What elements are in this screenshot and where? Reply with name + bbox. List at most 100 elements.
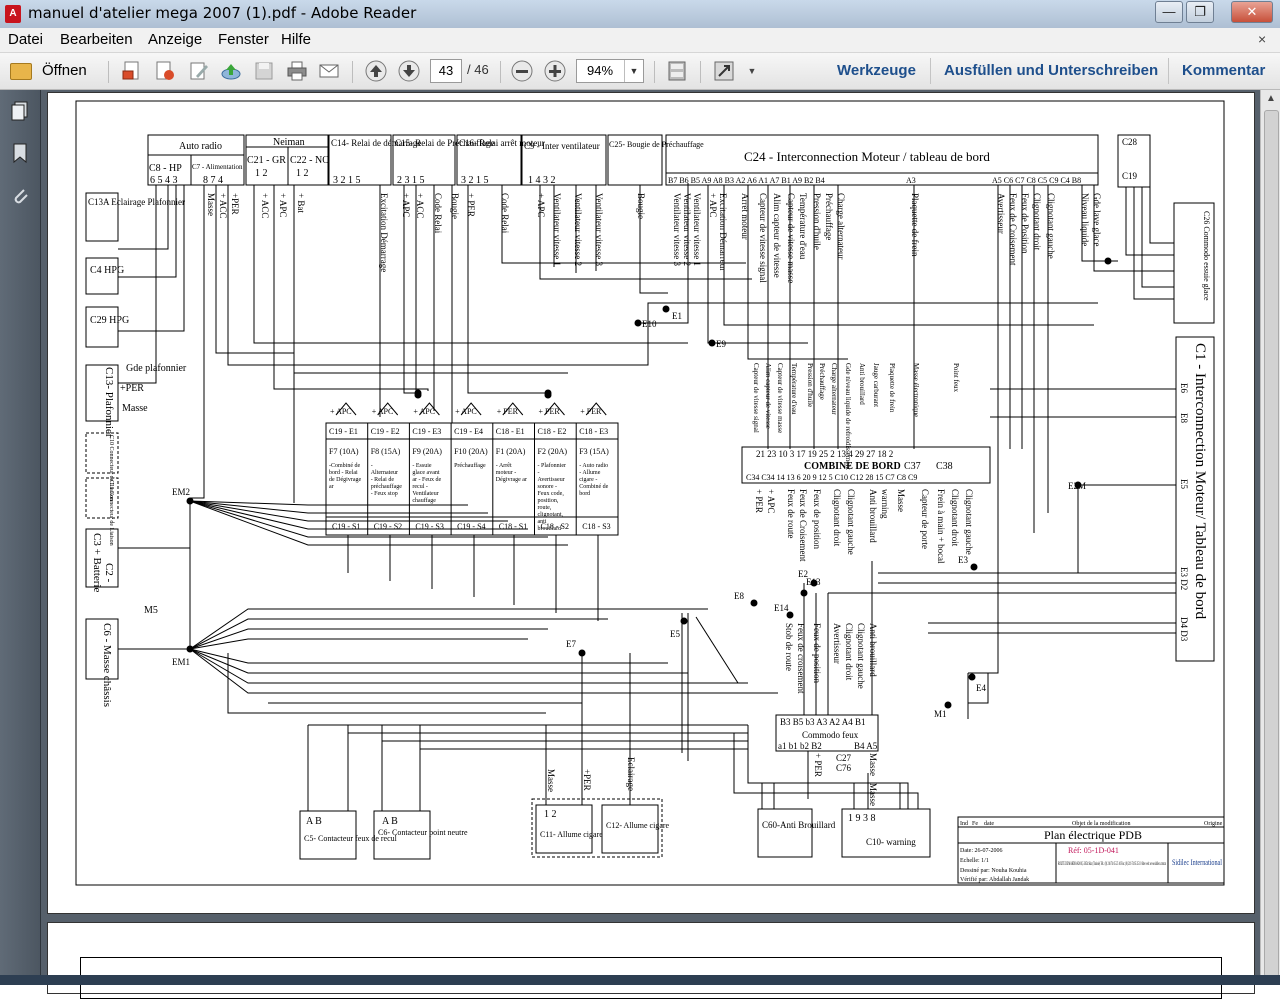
wiring-diagram: Auto radio C8 - HP C7 - Alimentation 6 5… <box>75 100 1225 886</box>
commodo-wire-label: Stob de route <box>784 623 794 671</box>
menu-datei[interactable]: Datei <box>8 31 44 48</box>
tb-scale: Echelle: 1/1 <box>960 858 989 864</box>
node-label: E2M <box>1068 481 1086 491</box>
junction-node <box>680 617 688 625</box>
tb-title: Plan électrique PDB <box>1044 828 1142 842</box>
combine-top-label: Masse électronique <box>912 363 920 417</box>
edit-pdf-icon[interactable] <box>187 59 211 83</box>
junction-nodes: EM2EM1E10E1E9E5E8E7E14E13E2E3E4M1E2M <box>172 257 1112 719</box>
fuse-output: C19 - S4 <box>457 522 485 531</box>
tools-panel-link[interactable]: Werkzeuge <box>837 62 916 79</box>
c16-label: C16- Relai arrêt moteur <box>459 138 545 148</box>
zoom-value: 94% <box>587 63 614 78</box>
c6-label: C6 - Masse châssis <box>101 623 113 707</box>
vertical-scrollbar[interactable]: ▲ <box>1260 90 1280 985</box>
c14-wire-excitation: Excitation Démarrage <box>379 193 389 272</box>
neiman-box <box>245 134 329 186</box>
folder-icon <box>10 63 32 80</box>
node-label: E10 <box>642 319 657 329</box>
c16-box <box>456 134 522 186</box>
zoom-select[interactable]: 94% ▼ <box>576 59 644 83</box>
fuse-supply: + APC <box>455 407 477 416</box>
fuse-code: C19 - E1 <box>329 427 358 436</box>
c24-wire-label: Feux de Position <box>1020 193 1030 254</box>
c22-wire-bat: + Bat <box>296 193 306 213</box>
close-document-icon[interactable]: × <box>1258 31 1267 47</box>
previous-page-icon[interactable] <box>364 59 388 83</box>
c26-label: C26 Commodo essuie glace <box>1202 211 1211 301</box>
menu-hilfe[interactable]: Hilfe <box>281 31 312 48</box>
wire <box>1133 187 1174 300</box>
maximize-button[interactable]: ❐ <box>1186 1 1214 23</box>
fullscreen-icon[interactable] <box>712 59 736 83</box>
toolbar-separator <box>700 61 701 83</box>
scroll-up-icon[interactable]: ▲ <box>1266 93 1276 104</box>
minimize-button[interactable]: — <box>1155 1 1183 23</box>
wire <box>189 608 708 650</box>
wire <box>190 185 205 499</box>
open-button[interactable]: Öffnen <box>6 58 88 84</box>
save-icon[interactable] <box>252 59 276 83</box>
c15-label: C15- Relai de Préchauffage <box>395 138 495 148</box>
combine-top-label: Point feux <box>952 363 960 392</box>
wire <box>189 628 548 650</box>
combine-top-label: Gde niveau liquide de refroidissement <box>844 363 852 470</box>
wire <box>501 185 746 264</box>
commodo-top-pins: B3 B5 b3 A3 A2 A4 B1 <box>780 717 866 727</box>
chevron-down-icon[interactable]: ▼ <box>624 60 643 82</box>
comment-panel-link[interactable]: Kommentar <box>1182 62 1266 79</box>
c2-label: C2 - <box>103 563 115 583</box>
wire <box>403 185 418 394</box>
junction-node <box>750 599 758 607</box>
c11-connector-box <box>85 477 119 519</box>
create-pdf-icon[interactable] <box>120 59 144 83</box>
node-label: E4 <box>976 683 986 693</box>
windows-taskbar <box>0 975 1280 985</box>
c13-box <box>85 364 119 422</box>
toolbar-separator <box>1168 58 1169 84</box>
fuse-output: C19 - S3 <box>415 522 443 531</box>
combine-wire-label: Feux de Croisement <box>798 489 808 562</box>
fill-sign-panel-link[interactable]: Ausfüllen und Unterschreiben <box>944 62 1159 79</box>
combine-title: COMBINE DE BORD <box>804 461 901 472</box>
commodo-wire-label: Clignotant gauche <box>856 623 866 689</box>
zoom-out-icon[interactable] <box>510 59 534 83</box>
combine-top-label: Plaquette de frein <box>888 363 896 413</box>
menu-bearbeiten[interactable]: Bearbeiten <box>60 31 133 48</box>
toolbar-separator <box>654 61 655 83</box>
title-block <box>957 816 1225 884</box>
next-page-icon[interactable] <box>397 59 421 83</box>
page-number-input[interactable]: 43 <box>430 59 462 83</box>
fuse-rating: F3 (15A) <box>579 447 609 456</box>
page-thumbnails-icon[interactable] <box>9 100 31 122</box>
email-icon[interactable] <box>317 59 341 83</box>
c24-box <box>665 134 1099 186</box>
combine-wire-label: Clignotant gauche <box>964 489 974 555</box>
node-label: E2 <box>798 569 808 579</box>
toolbar-separator <box>108 61 109 83</box>
print-icon[interactable] <box>285 59 309 83</box>
upload-icon[interactable] <box>219 59 243 83</box>
c7-wire-acc: + ACC <box>218 193 228 218</box>
tb-header-ind: Ind <box>960 821 968 827</box>
bookmark-icon[interactable] <box>9 142 31 164</box>
close-window-button[interactable]: ✕ <box>1231 1 1273 23</box>
c24-wire-label: Capteur de vitesse signal <box>758 193 768 283</box>
tb-header-objet: Objet de la modification <box>1072 820 1130 827</box>
combine-top-label: Charge alternateur <box>830 363 838 415</box>
combine-files-icon[interactable] <box>153 59 177 83</box>
c19-label: C19 <box>1122 171 1138 181</box>
attachment-icon[interactable] <box>9 185 31 207</box>
toolbar-options-chevron-icon[interactable]: ▼ <box>747 66 757 76</box>
c24-pin-a3: A3 <box>906 176 916 185</box>
c37-label: C37 <box>904 461 921 472</box>
zoom-in-icon[interactable] <box>543 59 567 83</box>
scrollbar-thumb[interactable] <box>1264 110 1279 977</box>
menu-fenster[interactable]: Fenster <box>218 31 269 48</box>
c11-pins: 1 2 <box>544 809 557 820</box>
page-display-icon[interactable] <box>665 59 689 83</box>
combine-wire-label: Anti brouillard <box>868 489 878 543</box>
menu-anzeige[interactable]: Anzeige <box>148 31 203 48</box>
c11-box <box>535 804 593 854</box>
